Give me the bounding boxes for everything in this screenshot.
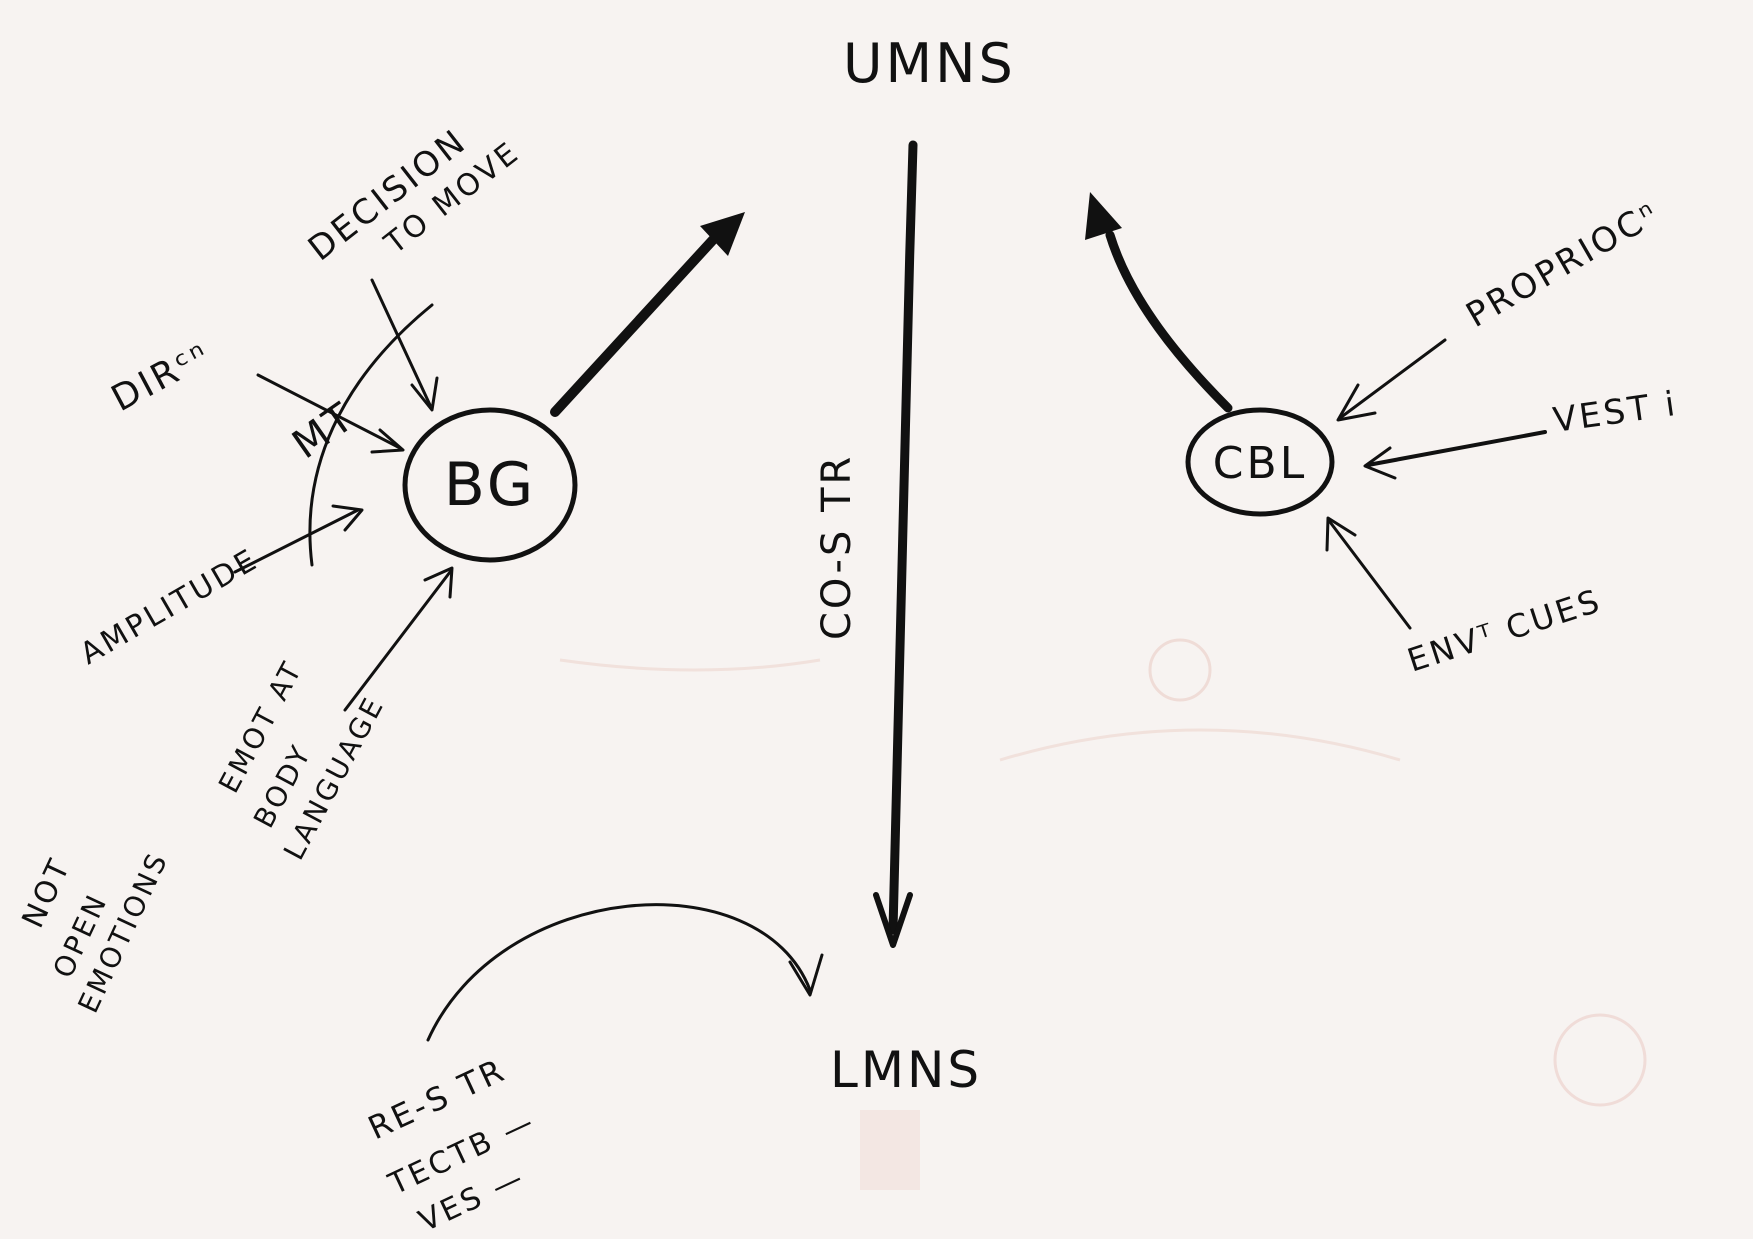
corticospinal-arrow [873,140,918,948]
label-corticospinal-tract: CO-S TR [814,454,860,640]
lmn-input-arrow [426,903,824,1042]
node-umns: UMNS [843,32,1016,95]
bg-input-arrows [233,278,454,712]
bleed-through-marks [559,638,1647,1190]
node-cbl-label: CBL [1213,438,1307,489]
cbl-node: CBL [1185,407,1335,517]
node-bg-label: BG [444,450,537,520]
cbl-input-arrows [1325,338,1547,630]
bg-node: BG [402,407,578,563]
cbl-to-umns-arrow [1085,192,1233,413]
node-lmns: LMNS [830,1041,982,1099]
bg-to-umns-arrow [550,212,745,417]
